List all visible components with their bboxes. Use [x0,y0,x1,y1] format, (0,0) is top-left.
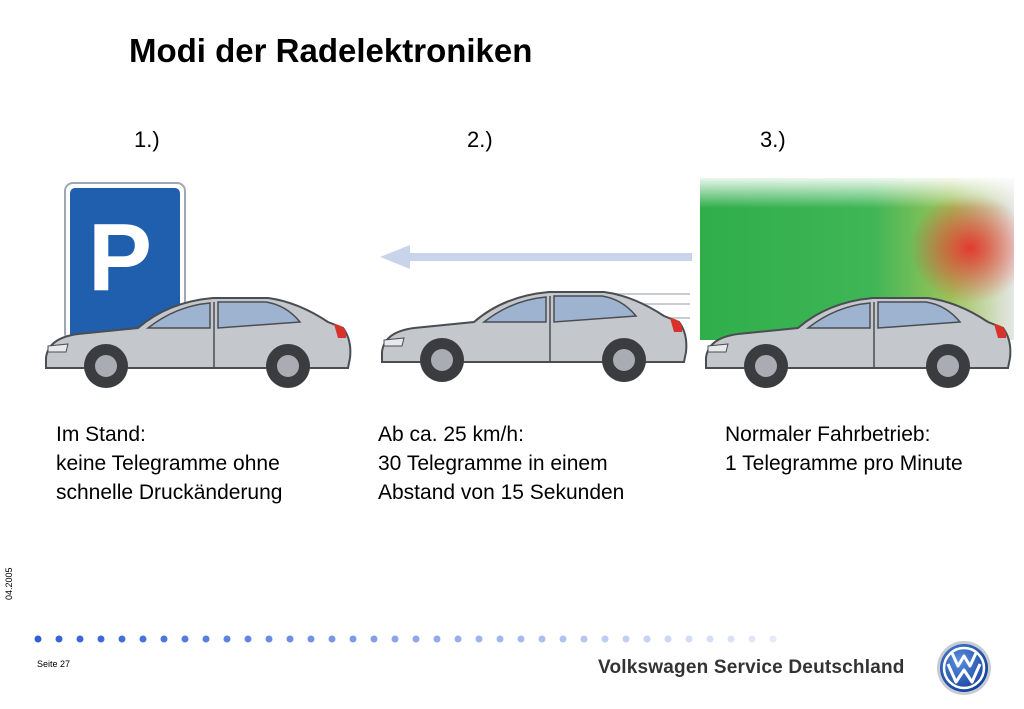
decorative-dot [580,635,588,643]
decorative-dot [181,635,189,643]
decorative-dot [97,635,105,643]
decorative-dot [286,635,294,643]
date-label: 04.2005 [4,567,14,600]
page-title: Modi der Radelektroniken [129,32,533,69]
step-label-3: 3.) [760,127,786,152]
decorative-dot [748,635,756,643]
decorative-dot [118,635,126,643]
sign-letter: P [88,204,152,311]
decorative-dot [391,635,399,643]
decorative-dot [34,635,42,643]
decorative-dot [307,635,315,643]
decorative-dot [265,635,273,643]
description-text: 30 Telegramme in einem [378,452,608,475]
decorative-dot [622,635,630,643]
page-number: Seite 27 [37,659,71,669]
decorative-dot [643,635,651,643]
description-mode-3: Normaler Fahrbetrieb: 1 Telegramme pro M… [725,420,963,478]
decorative-dot [727,635,735,643]
description-mode-1: Im Stand: keine Telegramme ohne schnelle… [56,420,282,507]
decorative-dot [601,635,609,643]
parking-sign-icon: P [64,182,186,342]
step-label-1: 1.) [134,127,160,152]
description-text: Abstand von 15 Sekunden [378,481,625,504]
decorative-dot [349,635,357,643]
vw-logo-icon [937,641,991,695]
decorative-dot [433,635,441,643]
decorative-dot [475,635,483,643]
decorative-dot [370,635,378,643]
decorative-dot [454,635,462,643]
decorative-dot [412,635,420,643]
decorative-dot [223,635,231,643]
decorative-dot [160,635,168,643]
decorative-dot [202,635,210,643]
decorative-dot [328,635,336,643]
description-text: keine Telegramme ohne [56,452,280,475]
description-heading: Ab ca. 25 km/h: [378,423,524,446]
decorative-dot-row [34,635,777,643]
decorative-dot [244,635,252,643]
decorative-dot [685,635,693,643]
direction-arrow-icon [380,245,692,269]
decorative-dot [496,635,504,643]
decorative-dot [769,635,777,643]
decorative-dot [517,635,525,643]
description-heading: Normaler Fahrbetrieb: [725,423,931,446]
description-text: 1 Telegramme pro Minute [725,452,963,475]
decorative-dot [139,635,147,643]
car-parked-icon [45,297,352,388]
description-mode-2: Ab ca. 25 km/h: 30 Telegramme in einem A… [378,420,624,507]
step-label-2: 2.) [467,127,493,152]
description-text: schnelle Druckänderung [56,481,283,504]
decorative-dot [559,635,567,643]
car-driving-icon [705,297,1012,388]
decorative-dot [706,635,714,643]
brand-wordmark: Volkswagen Service Deutschland [598,657,905,678]
decorative-dot [664,635,672,643]
decorative-dot [538,635,546,643]
decorative-dot [55,635,63,643]
decorative-dot [76,635,84,643]
car-moving-icon [381,291,690,382]
description-heading: Im Stand: [56,423,146,446]
